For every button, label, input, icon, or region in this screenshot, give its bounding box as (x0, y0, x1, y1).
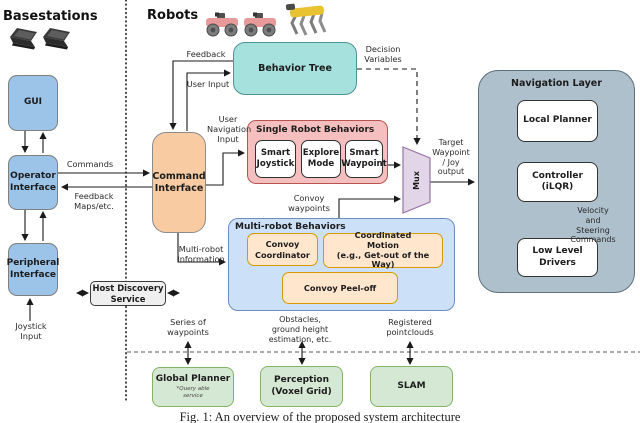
smart-joystick-box: Smart Joystick (255, 140, 296, 178)
low-level-drivers-box: Low Level Drivers (517, 238, 598, 277)
mux-label: Mux (411, 170, 421, 190)
obstacles-label: Obstacles, ground height estimation, etc… (268, 315, 332, 344)
controller-box: Controller (iLQR) (517, 162, 598, 202)
global-planner-label: Global Planner (155, 374, 231, 384)
rover-robot-icon (244, 12, 276, 37)
coordinated-motion-box: Coordinated Motion (e.g., Get-out of the… (323, 230, 443, 269)
rover-robot-icon (206, 12, 238, 37)
smart-waypoint-box: Smart Waypoint (341, 140, 387, 178)
single-robot-behaviors-title: Single Robot Behaviors (256, 125, 375, 135)
decision-variables-label: Decision Variables (364, 44, 402, 64)
robots-title: Robots (147, 8, 199, 23)
laptop-icon (43, 28, 70, 50)
target-waypoint-label: Target Waypoint / Joy output (432, 138, 470, 177)
mux-box: Mux (403, 147, 430, 213)
series-of-waypoints-label: Series of waypoints (167, 317, 209, 337)
joystick-input-label: Joystick Input (15, 321, 47, 341)
perception-box: Perception (Voxel Grid) (260, 366, 343, 407)
quadruped-robot-icon (285, 3, 327, 36)
convoy-peel-off-box: Convoy Peel-off (282, 272, 398, 304)
operator-interface-box: Operator Interface (8, 155, 58, 210)
user-navigation-input-label: User Navigation Input (207, 114, 252, 144)
navigation-layer-title: Navigation Layer (511, 78, 602, 89)
host-discovery-service-box: Host Discovery Service (90, 281, 166, 306)
commands-label: Commands (66, 159, 114, 169)
gui-box: GUI (8, 75, 58, 131)
basestations-title: Basestations (3, 9, 98, 24)
figure-caption: Fig. 1: An overview of the proposed syst… (179, 410, 461, 423)
global-planner-box: Global Planner *Query able service (152, 367, 234, 407)
explore-mode-box: Explore Mode (301, 140, 341, 178)
command-interface-box: Command Interface (152, 132, 206, 233)
multi-robot-information-label: Multi-robot Information (177, 244, 225, 264)
peripheral-interface-box: Peripheral Interface (7, 243, 59, 296)
behavior-tree-box: Behavior Tree (233, 42, 357, 95)
feedback-maps-label: Feedback Maps/etc. (74, 191, 114, 211)
velocity-steering-label: Velocity and Steering Commands (570, 206, 616, 245)
global-planner-note: *Query able service (176, 386, 210, 400)
local-planner-box: Local Planner (517, 100, 598, 142)
slam-box: SLAM (370, 366, 453, 407)
user-input-label: User Input (186, 79, 230, 89)
convoy-coordinator-box: Convoy Coordinator (247, 233, 318, 266)
convoy-waypoints-label: Convoy waypoints (288, 193, 330, 213)
multi-robot-behaviors-title: Multi-robot Behaviors (235, 222, 346, 232)
laptop-icon (10, 28, 37, 50)
feedback-label: Feedback (186, 49, 226, 59)
registered-pointclouds-label: Registered pointclouds (386, 317, 434, 337)
